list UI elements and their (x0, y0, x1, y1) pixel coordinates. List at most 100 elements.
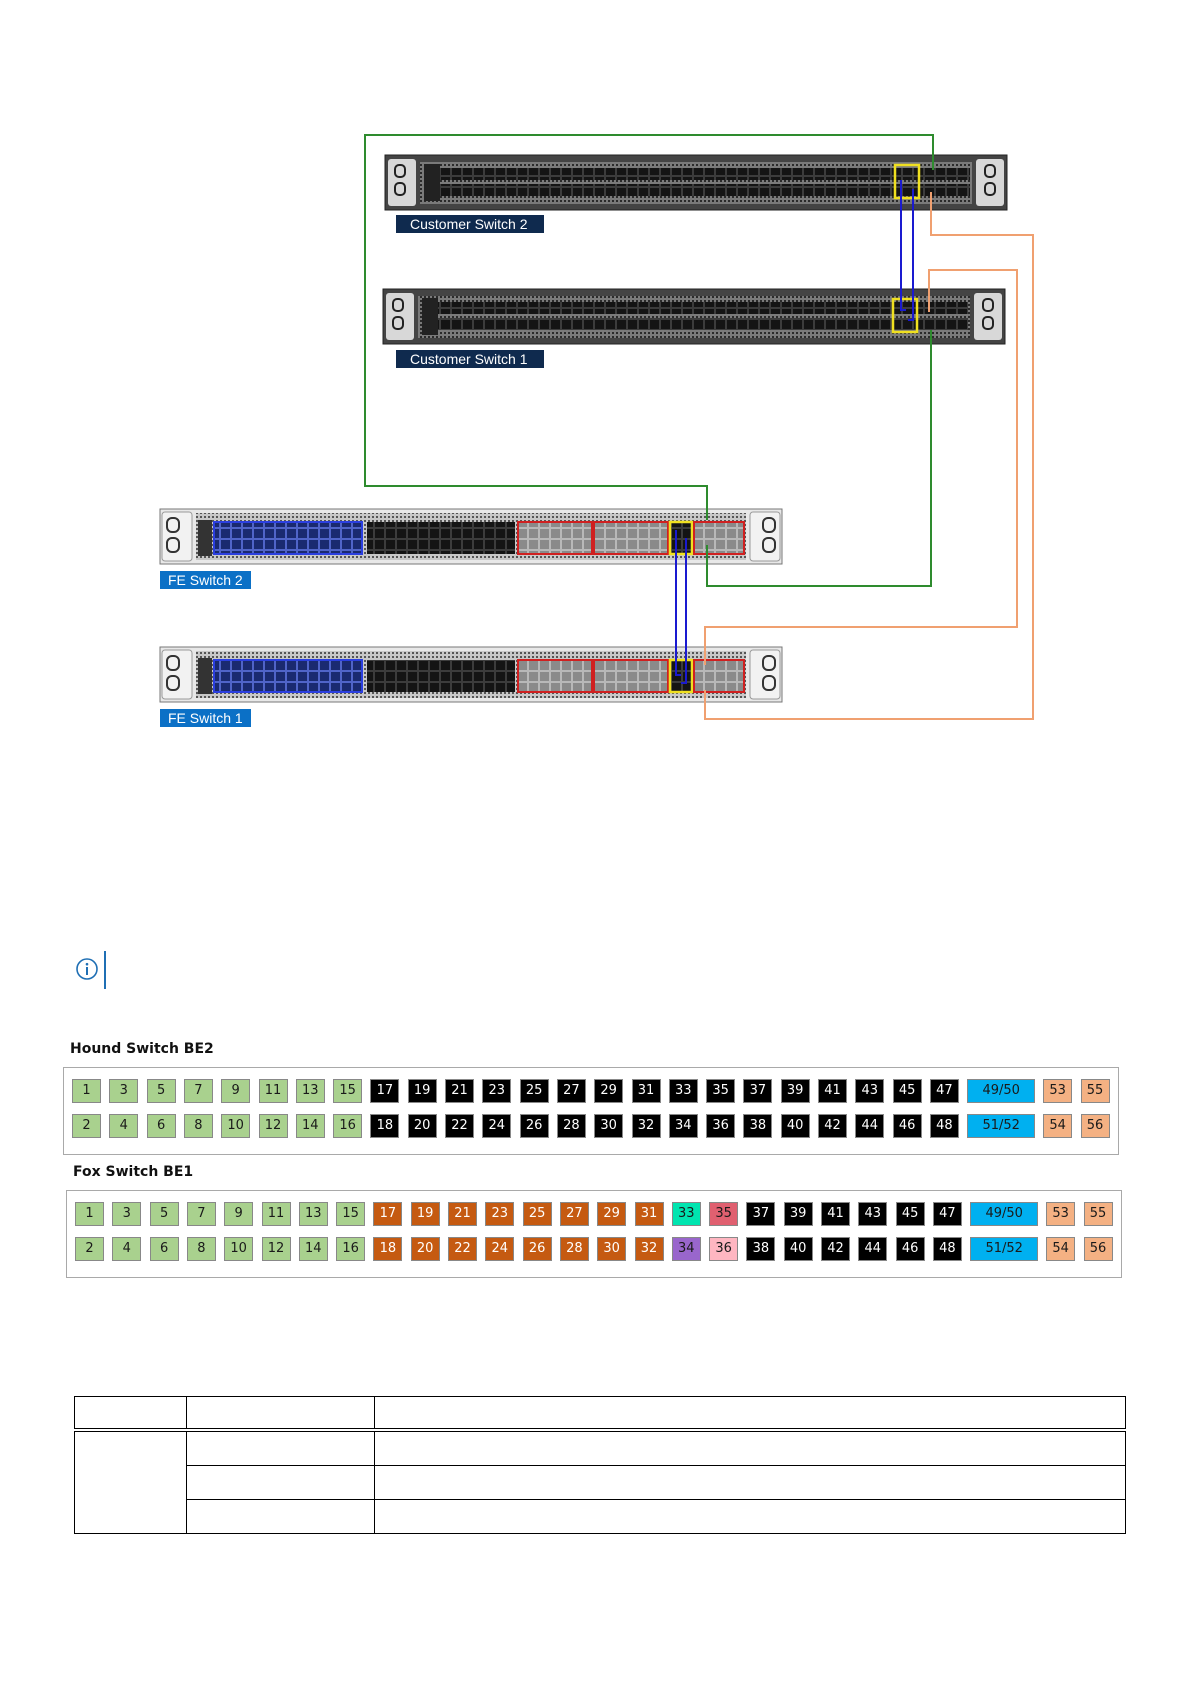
port-4: 4 (109, 1114, 139, 1138)
cs2-uplink-port-highlight (893, 163, 921, 200)
port-42: 42 (818, 1114, 847, 1138)
fox-switch-title: Fox Switch BE1 (73, 1164, 194, 1180)
port-44: 44 (858, 1237, 888, 1261)
port-35: 35 (706, 1079, 736, 1103)
fe-switch-1-label: FE Switch 1 (160, 709, 251, 727)
port-28: 28 (556, 1114, 586, 1138)
port-31: 31 (631, 1079, 661, 1103)
port-1: 1 (72, 1079, 101, 1103)
customer-switch-1-label: Customer Switch 1 (396, 350, 544, 368)
switch-cabling-diagram (159, 134, 1034, 720)
port-9: 9 (221, 1079, 251, 1103)
port-11: 11 (258, 1079, 288, 1103)
port-6: 6 (149, 1237, 179, 1261)
port-42: 42 (821, 1237, 850, 1261)
port-26: 26 (522, 1237, 552, 1261)
port-26: 26 (519, 1114, 549, 1138)
port-22: 22 (448, 1237, 477, 1261)
port-27: 27 (559, 1202, 589, 1226)
port-35: 35 (709, 1202, 739, 1226)
port-36: 36 (709, 1237, 739, 1261)
port-56: 56 (1080, 1114, 1110, 1138)
port-24: 24 (482, 1114, 512, 1138)
port-21: 21 (445, 1079, 474, 1103)
port-13: 13 (295, 1079, 325, 1103)
port-15: 15 (336, 1202, 366, 1226)
port-19: 19 (410, 1202, 440, 1226)
port-48: 48 (932, 1237, 962, 1261)
port-55: 55 (1083, 1202, 1113, 1226)
port-51-52: 51/52 (970, 1237, 1039, 1261)
port-31: 31 (634, 1202, 664, 1226)
port-10: 10 (224, 1237, 254, 1261)
port-39: 39 (783, 1202, 813, 1226)
port-16: 16 (336, 1237, 366, 1261)
port-53: 53 (1043, 1079, 1073, 1103)
orange-uplink-cables (704, 192, 1034, 720)
port-47: 47 (929, 1079, 959, 1103)
port-24: 24 (485, 1237, 515, 1261)
port-46: 46 (892, 1114, 922, 1138)
port-28: 28 (559, 1237, 589, 1261)
port-18: 18 (373, 1237, 403, 1261)
port-12: 12 (261, 1237, 291, 1261)
port-25: 25 (522, 1202, 552, 1226)
port-16: 16 (333, 1114, 363, 1138)
hound-switch-title: Hound Switch BE2 (70, 1041, 214, 1057)
port-45: 45 (892, 1079, 922, 1103)
port-11: 11 (261, 1202, 291, 1226)
port-14: 14 (295, 1114, 325, 1138)
port-33: 33 (668, 1079, 698, 1103)
port-13: 13 (298, 1202, 328, 1226)
fe-switch-2 (159, 508, 783, 565)
port-41: 41 (821, 1202, 850, 1226)
port-19: 19 (407, 1079, 437, 1103)
table-cell (186, 1429, 375, 1466)
table-cell (374, 1429, 1126, 1466)
port-27: 27 (556, 1079, 586, 1103)
port-23: 23 (482, 1079, 512, 1103)
table-header-cell (186, 1396, 375, 1432)
port-30: 30 (597, 1237, 627, 1261)
port-29: 29 (597, 1202, 627, 1226)
port-22: 22 (445, 1114, 474, 1138)
port-40: 40 (783, 1237, 813, 1261)
port-38: 38 (746, 1237, 776, 1261)
port-48: 48 (929, 1114, 959, 1138)
port-5: 5 (146, 1079, 176, 1103)
port-29: 29 (594, 1079, 624, 1103)
port-5: 5 (149, 1202, 179, 1226)
port-12: 12 (258, 1114, 288, 1138)
port-7: 7 (186, 1202, 216, 1226)
table-header-cell (74, 1396, 187, 1432)
port-7: 7 (183, 1079, 213, 1103)
port-4: 4 (112, 1237, 142, 1261)
table-cell (186, 1499, 375, 1534)
port-17: 17 (373, 1202, 403, 1226)
port-32: 32 (631, 1114, 661, 1138)
port-54: 54 (1046, 1237, 1076, 1261)
cs1-uplink-port-highlight (891, 297, 919, 334)
note-divider (104, 951, 106, 989)
table-cell (74, 1429, 187, 1534)
port-21: 21 (448, 1202, 477, 1226)
table-cell (374, 1465, 1126, 1500)
port-8: 8 (186, 1237, 216, 1261)
port-10: 10 (221, 1114, 251, 1138)
vlt-cables (675, 180, 914, 684)
table-row (75, 1499, 1126, 1534)
customer-switch-2-label: Customer Switch 2 (396, 215, 544, 233)
port-43: 43 (855, 1079, 885, 1103)
port-37: 37 (746, 1202, 776, 1226)
port-1: 1 (75, 1202, 104, 1226)
port-49-50: 49/50 (967, 1079, 1036, 1103)
port-8: 8 (183, 1114, 213, 1138)
port-17: 17 (370, 1079, 400, 1103)
port-2: 2 (75, 1237, 104, 1261)
port-55: 55 (1080, 1079, 1110, 1103)
port-43: 43 (858, 1202, 888, 1226)
port-44: 44 (855, 1114, 885, 1138)
port-56: 56 (1083, 1237, 1113, 1261)
port-36: 36 (706, 1114, 736, 1138)
